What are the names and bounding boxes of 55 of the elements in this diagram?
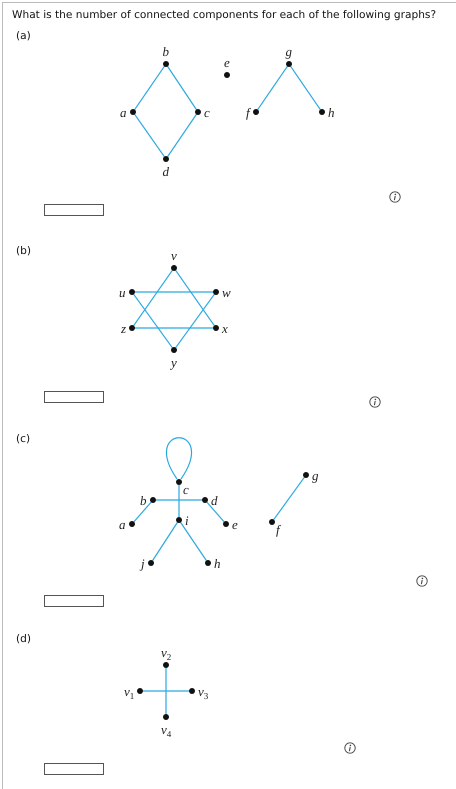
edge-line [175, 294, 215, 348]
vertex-label: g [286, 45, 292, 58]
edge-line [152, 522, 178, 561]
edge-line [290, 66, 321, 110]
edge-line [135, 327, 213, 329]
vertex-label: b [140, 494, 146, 506]
vertex-label: i [185, 514, 189, 526]
vertex-label: j [141, 556, 145, 570]
edge-line [206, 502, 224, 522]
edge-line [143, 690, 189, 692]
vertex-label: d [162, 165, 169, 178]
edge-line [134, 114, 165, 157]
vertex-label: d [211, 494, 218, 506]
part-label: (c) [16, 433, 30, 445]
vertex-label: y [171, 356, 177, 369]
vertex-label: v$_{4}$ [161, 723, 172, 736]
edge-line [133, 270, 173, 326]
part-label: (d) [16, 633, 31, 645]
vertex-label: a [119, 518, 126, 530]
vertex-label: v [171, 249, 177, 262]
edge-line [134, 502, 152, 522]
vertex-label: f [246, 106, 250, 118]
vertex-label: h [214, 556, 220, 570]
vertex-label: c [183, 483, 189, 496]
vertex-label: v$_{3}$ [198, 684, 208, 698]
vertex-label: e [232, 518, 238, 530]
edge-line [167, 66, 197, 110]
edge-line [133, 294, 173, 348]
edge-line [257, 66, 288, 110]
edge-line [167, 114, 197, 157]
loop-edge [166, 437, 192, 480]
vertex-label: v$_{2}$ [161, 646, 172, 659]
vertex-label: h [328, 106, 334, 118]
edge-line [178, 485, 180, 517]
edge-line [165, 668, 167, 714]
vertex-label: c [204, 106, 210, 118]
vertex-label: a [120, 106, 126, 118]
vertex-label: f [276, 523, 280, 536]
vertex-label: e [224, 56, 230, 69]
edge-line [135, 291, 213, 293]
part-label: (a) [16, 30, 31, 42]
vertex-label: v$_{1}$ [124, 684, 134, 698]
vertex-label: z [121, 322, 126, 334]
edge-line [180, 522, 207, 561]
edge-line [175, 270, 215, 326]
edge-line [273, 477, 305, 520]
vertex-label: w [222, 286, 231, 298]
vertex-label: b [162, 45, 169, 58]
vertex-label: x [222, 322, 228, 334]
part-label: (b) [16, 245, 31, 257]
edge-line [156, 499, 202, 501]
vertex-label: g [312, 468, 318, 482]
edge-line [134, 66, 165, 110]
vertex-label: u [119, 286, 126, 298]
question-text: What is the number of connected components for each of the following graphs? [12, 9, 436, 21]
